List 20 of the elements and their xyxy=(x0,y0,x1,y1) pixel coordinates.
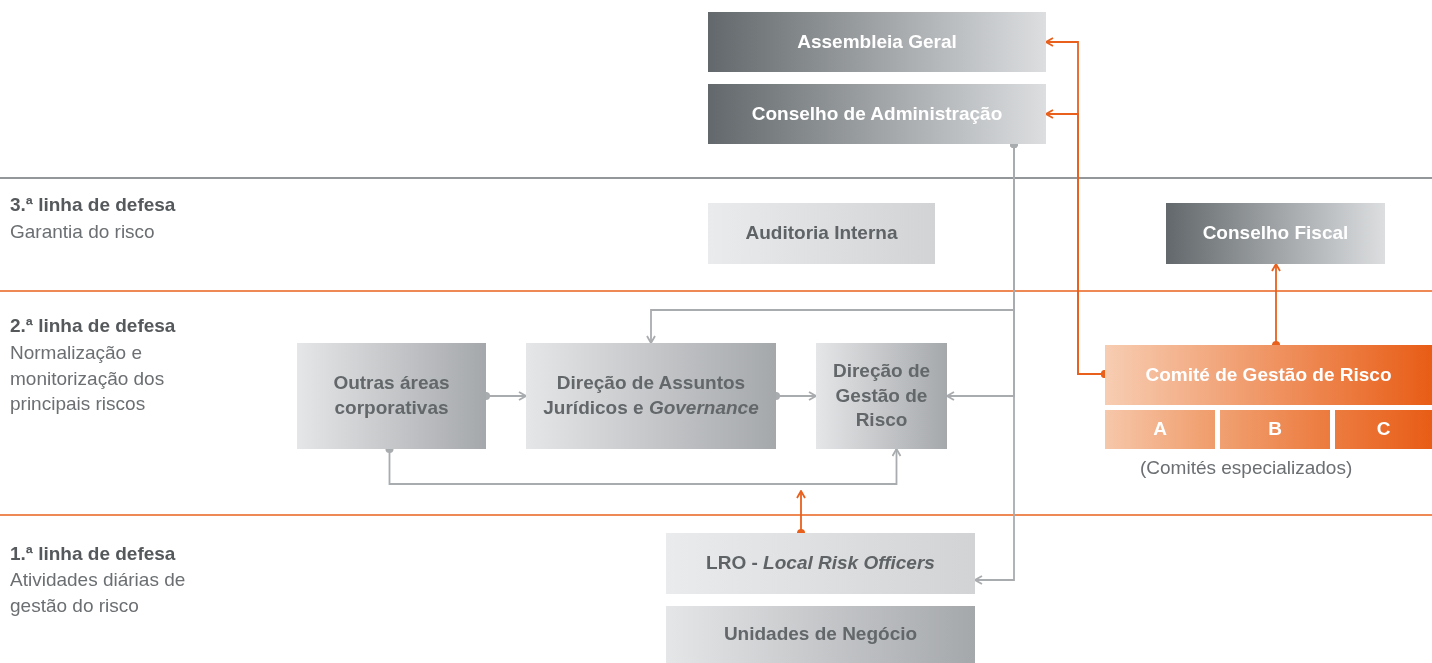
org-box: LRO - Local Risk Officers xyxy=(666,533,975,594)
org-box: Comité de Gestão de Risco xyxy=(1105,345,1432,405)
org-box: Outras áreas corporativas xyxy=(297,343,486,449)
org-box: Unidades de Negócio xyxy=(666,606,975,663)
label-text: Atividades diárias de gestão do risco xyxy=(10,568,187,618)
org-box: Conselho de Administração xyxy=(708,84,1046,144)
label-heading: 3.ª linha de defesa xyxy=(10,193,177,217)
label-heading: 1.ª linha de defesa xyxy=(10,542,177,566)
org-box: Auditoria Interna xyxy=(708,203,935,264)
label-text: Normalização e monitorização dos principais riscos xyxy=(10,341,166,417)
note-text: (Comités especializados) xyxy=(1140,456,1354,480)
label-text: Garantia do risco xyxy=(10,220,156,244)
org-box: Assembleia Geral xyxy=(708,12,1046,72)
org-box: Direção de Assuntos Jurídicos e Governance xyxy=(526,343,776,449)
org-box: Direção de Gestão de Risco xyxy=(816,343,947,449)
org-box: Conselho Fiscal xyxy=(1166,203,1385,264)
committee-box: C xyxy=(1335,410,1432,449)
committee-box: B xyxy=(1220,410,1330,449)
label-heading: 2.ª linha de defesa xyxy=(10,314,177,338)
committee-box: A xyxy=(1105,410,1215,449)
